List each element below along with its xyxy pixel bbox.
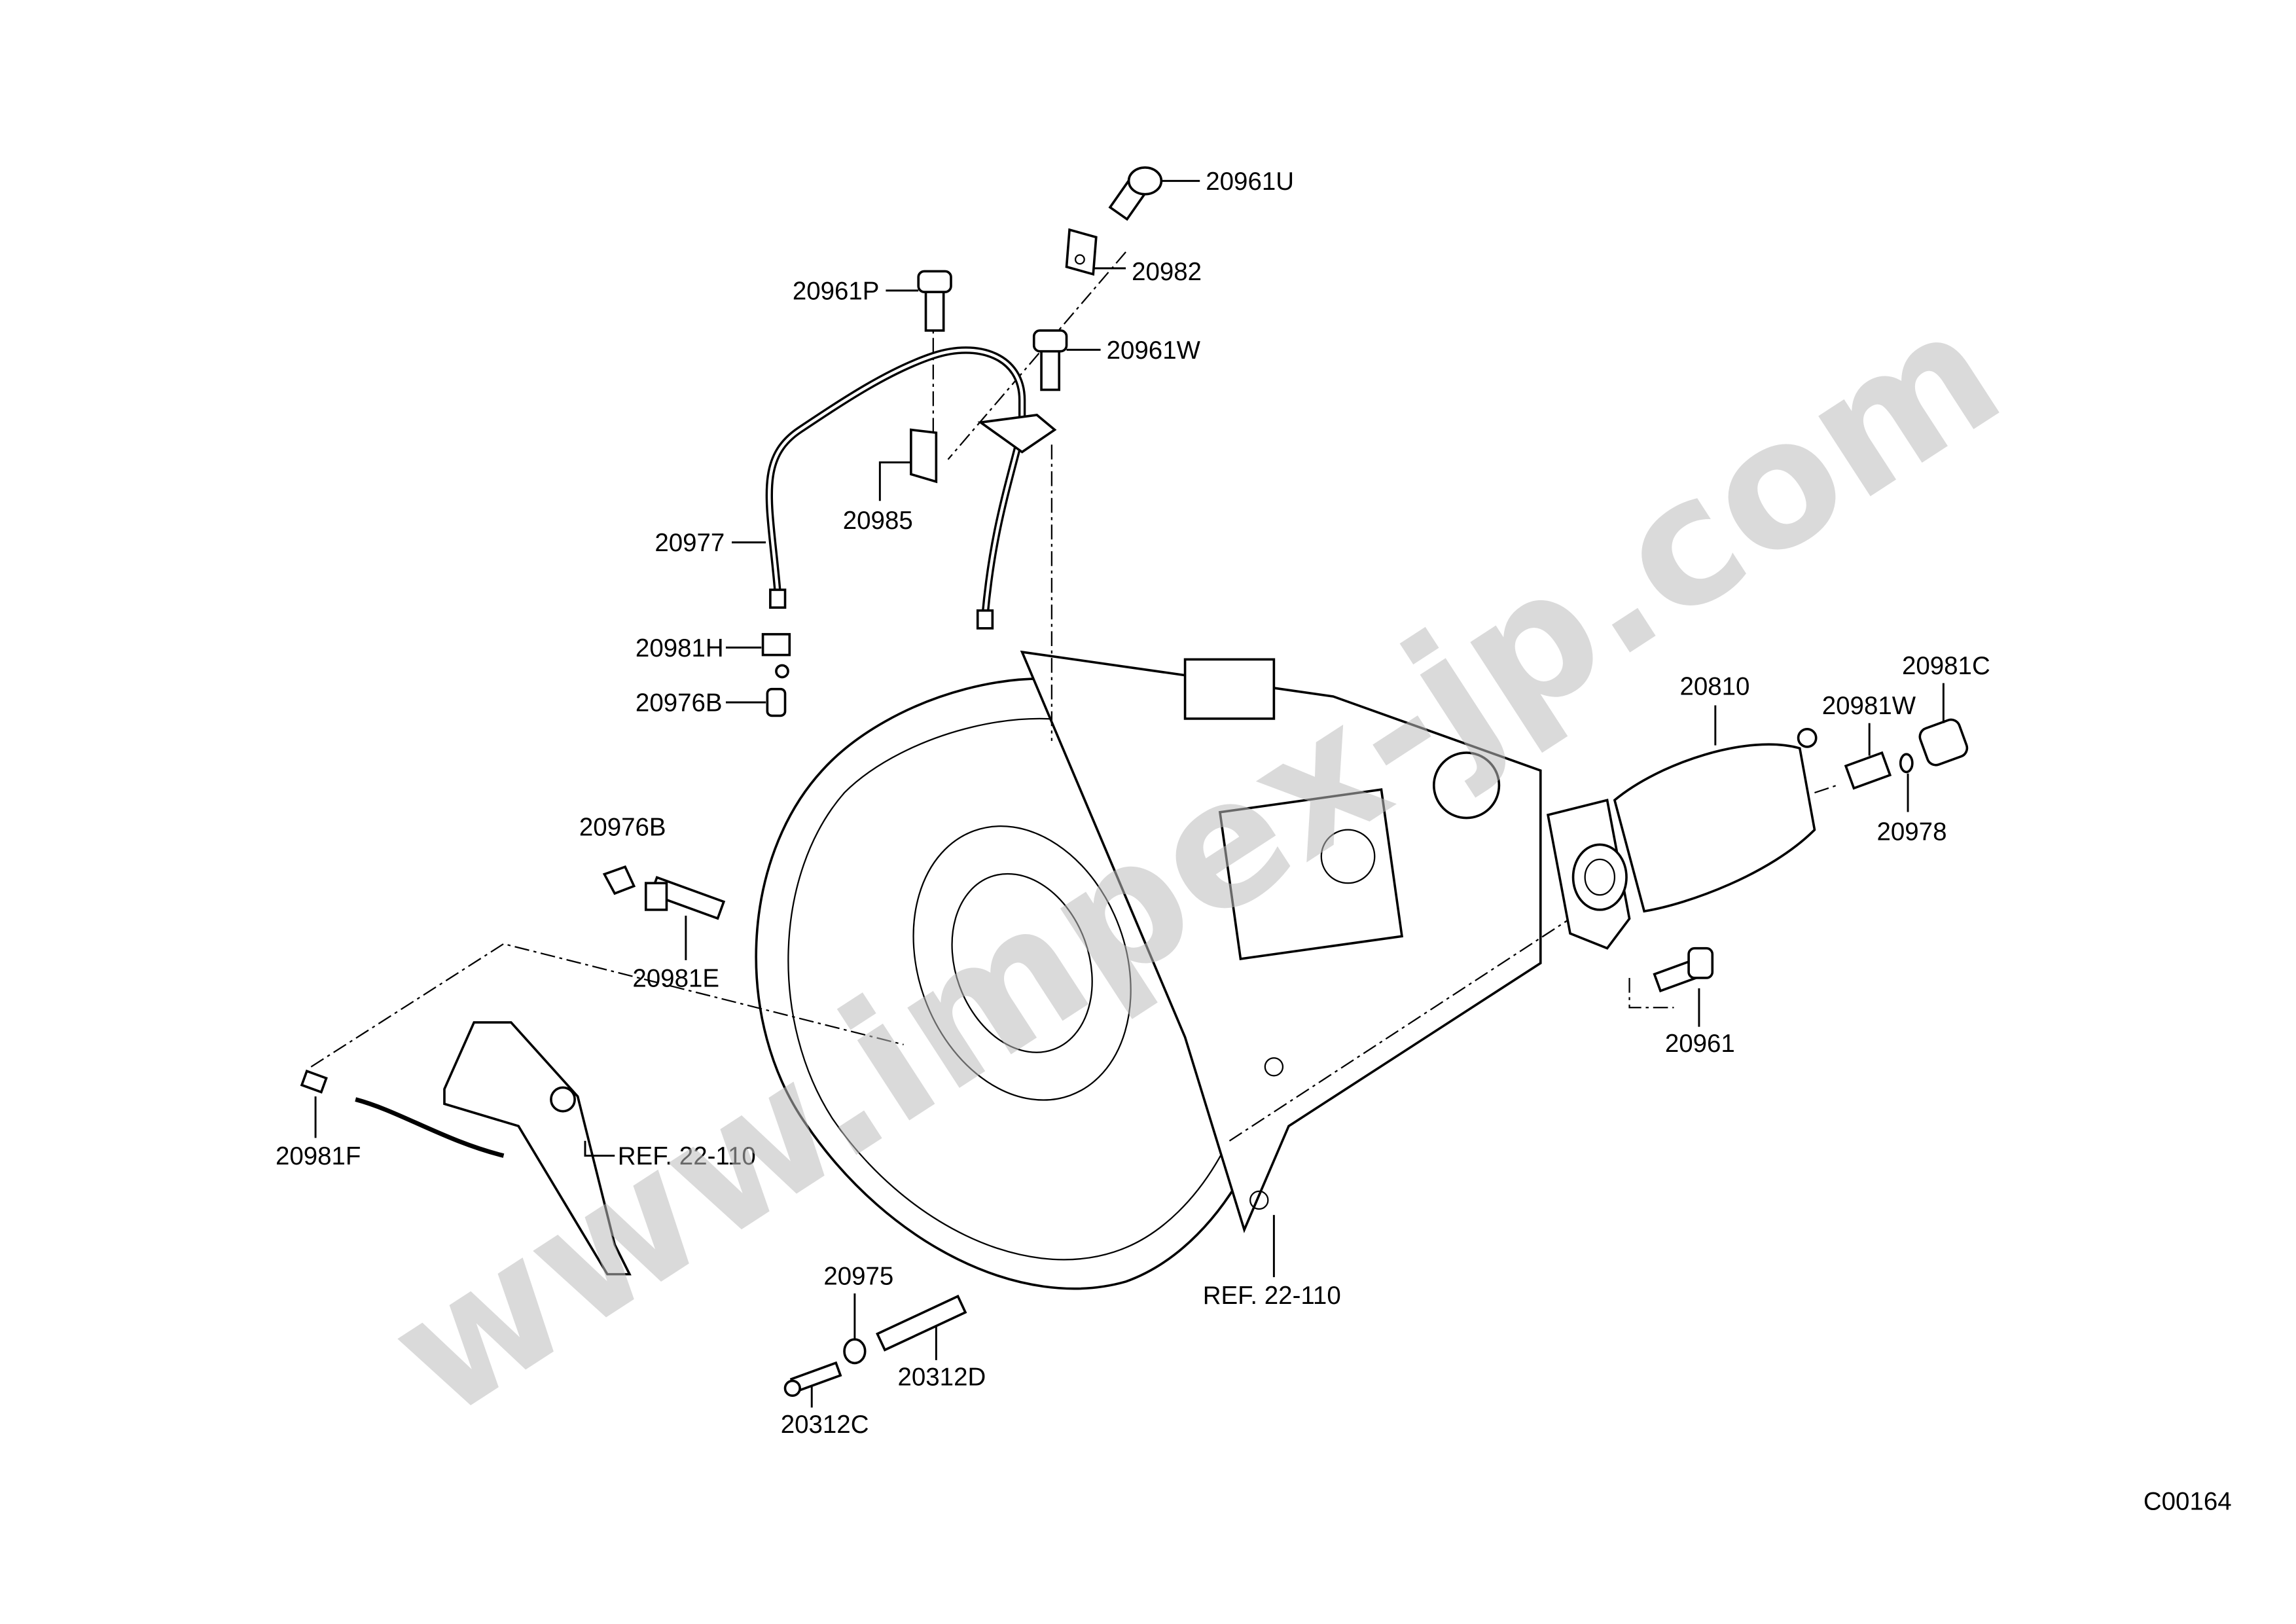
pin-20312C <box>783 1361 842 1398</box>
fitting-20976B-mid <box>602 865 636 895</box>
label-20961U: 20961U <box>1206 168 1294 196</box>
label-20981E: 20981E <box>632 965 719 993</box>
label-20312C: 20312C <box>781 1411 869 1439</box>
label-20976B-top: 20976B <box>636 689 723 717</box>
label-20985: 20985 <box>843 507 913 535</box>
label-20312D: 20312D <box>898 1363 986 1391</box>
transmission-housing <box>755 650 1542 1290</box>
label-20810: 20810 <box>1679 673 1749 701</box>
watermark: www.impex-jp.com <box>356 269 2034 1457</box>
fitting-20981H <box>761 633 791 679</box>
part-labels: 20961U 20982 20961P 20961W 20977 20985 2… <box>276 168 2232 1516</box>
label-20981F: 20981F <box>276 1142 361 1170</box>
bolt-20961P <box>917 270 952 332</box>
label-20976B-mid: 20976B <box>579 814 666 842</box>
rod-20312D <box>876 1294 967 1352</box>
fitting-20976B-top <box>766 687 787 717</box>
pipe-20977 <box>765 346 1026 630</box>
label-20961: 20961 <box>1665 1030 1735 1058</box>
nut-20975 <box>843 1338 867 1365</box>
bracket-20985 <box>910 414 1057 484</box>
leader-lines <box>314 179 1945 1408</box>
alignment-lines <box>310 251 1837 1142</box>
label-20981C: 20981C <box>1902 652 1990 680</box>
bolt-20961U <box>1108 166 1163 221</box>
label-20961W: 20961W <box>1107 336 1201 365</box>
label-ref-left: REF. 22-110 <box>618 1142 756 1170</box>
label-20977: 20977 <box>655 529 725 557</box>
clamp-20982 <box>1065 228 1098 276</box>
label-20975: 20975 <box>823 1262 893 1290</box>
label-20978: 20978 <box>1877 818 1947 846</box>
label-20982: 20982 <box>1132 258 1202 286</box>
label-20981H: 20981H <box>636 634 724 662</box>
washer-20978 <box>1899 753 1914 774</box>
diagram-code: C00164 <box>2144 1487 2232 1515</box>
label-20961P: 20961P <box>793 277 880 305</box>
cap-20981C <box>1918 718 1969 767</box>
label-ref-bottom: REF. 22-110 <box>1203 1282 1341 1310</box>
hose-20981F <box>300 1070 505 1158</box>
cylinder-20810 <box>1546 727 1818 950</box>
bolt-20961W <box>1032 329 1068 391</box>
pipe-20981E <box>644 876 726 920</box>
label-20981W: 20981W <box>1822 692 1916 720</box>
clutch-fork <box>443 1021 632 1276</box>
bolt-20961 <box>1653 947 1714 993</box>
valve-20981W <box>1844 751 1892 790</box>
